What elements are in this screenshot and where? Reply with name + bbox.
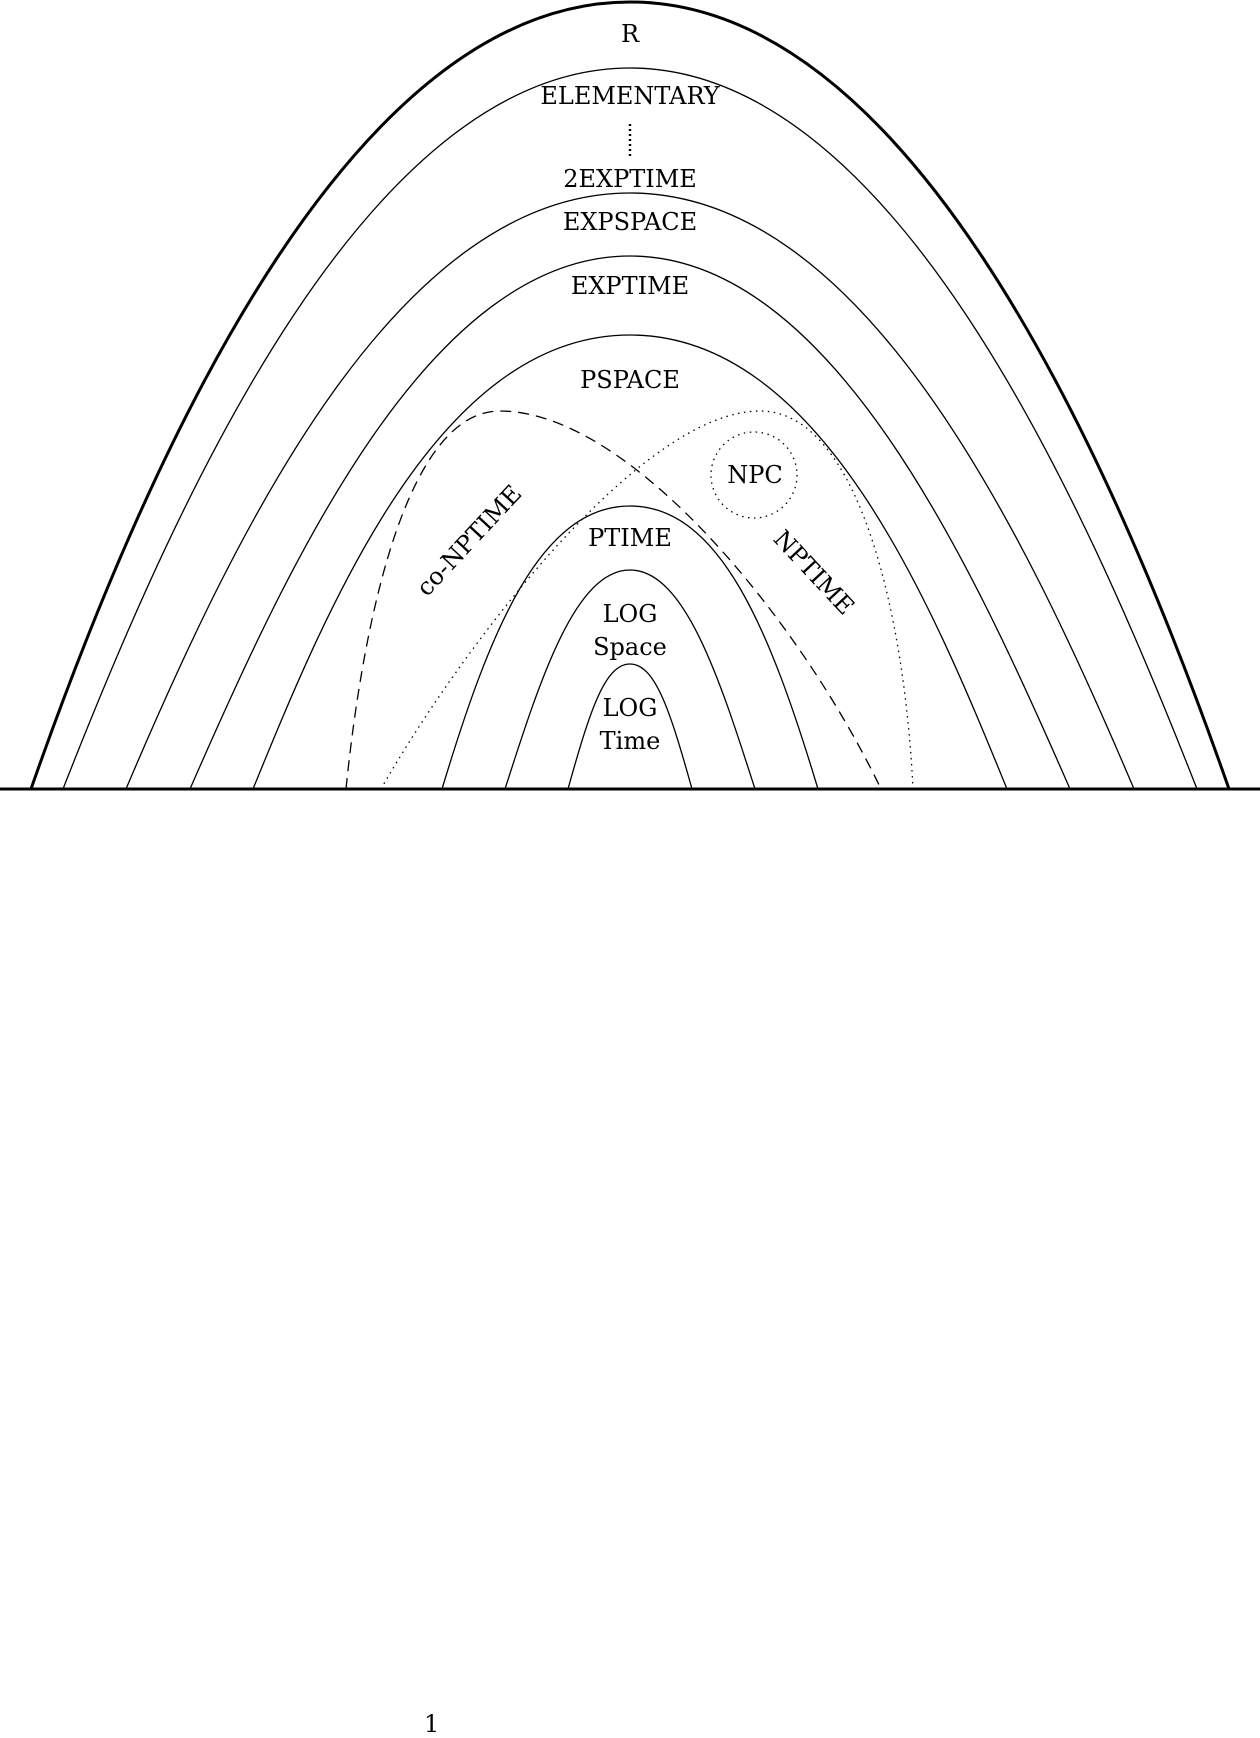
exptime-arch bbox=[189, 255, 1071, 790]
label-log-space-line1: LOG bbox=[603, 600, 658, 628]
label-log-time-line2: Time bbox=[600, 727, 661, 755]
r-arch bbox=[29, 0, 1231, 790]
label-co-nptime: co-NPTIME bbox=[411, 480, 527, 602]
label-2exptime: 2EXPTIME bbox=[563, 165, 697, 193]
label-npc: NPC bbox=[727, 461, 783, 489]
co-nptime-region bbox=[345, 410, 882, 790]
label-elementary: ELEMENTARY bbox=[540, 82, 720, 110]
label-nptime: NPTIME bbox=[768, 525, 860, 621]
ptime-arch bbox=[441, 505, 819, 790]
log-space-arch bbox=[504, 569, 756, 790]
label-log-space-line2: Space bbox=[593, 633, 667, 661]
label-log-time-line1: LOG bbox=[603, 694, 658, 722]
npc-circle bbox=[710, 431, 798, 519]
expspace-arch bbox=[125, 192, 1135, 790]
label-expspace: EXPSPACE bbox=[563, 208, 697, 236]
complexity-class-diagram: R ELEMENTARY 2EXPTIME EXPSPACE EXPTIME P… bbox=[0, 0, 1260, 791]
elementary-arch bbox=[62, 67, 1198, 790]
pspace-arch bbox=[252, 334, 1008, 790]
page-number: 1 bbox=[424, 1710, 440, 1738]
label-pspace: PSPACE bbox=[580, 366, 680, 394]
label-ptime: PTIME bbox=[588, 524, 672, 552]
label-r: R bbox=[621, 20, 640, 48]
log-time-arch bbox=[567, 663, 693, 790]
label-exptime: EXPTIME bbox=[571, 272, 689, 300]
